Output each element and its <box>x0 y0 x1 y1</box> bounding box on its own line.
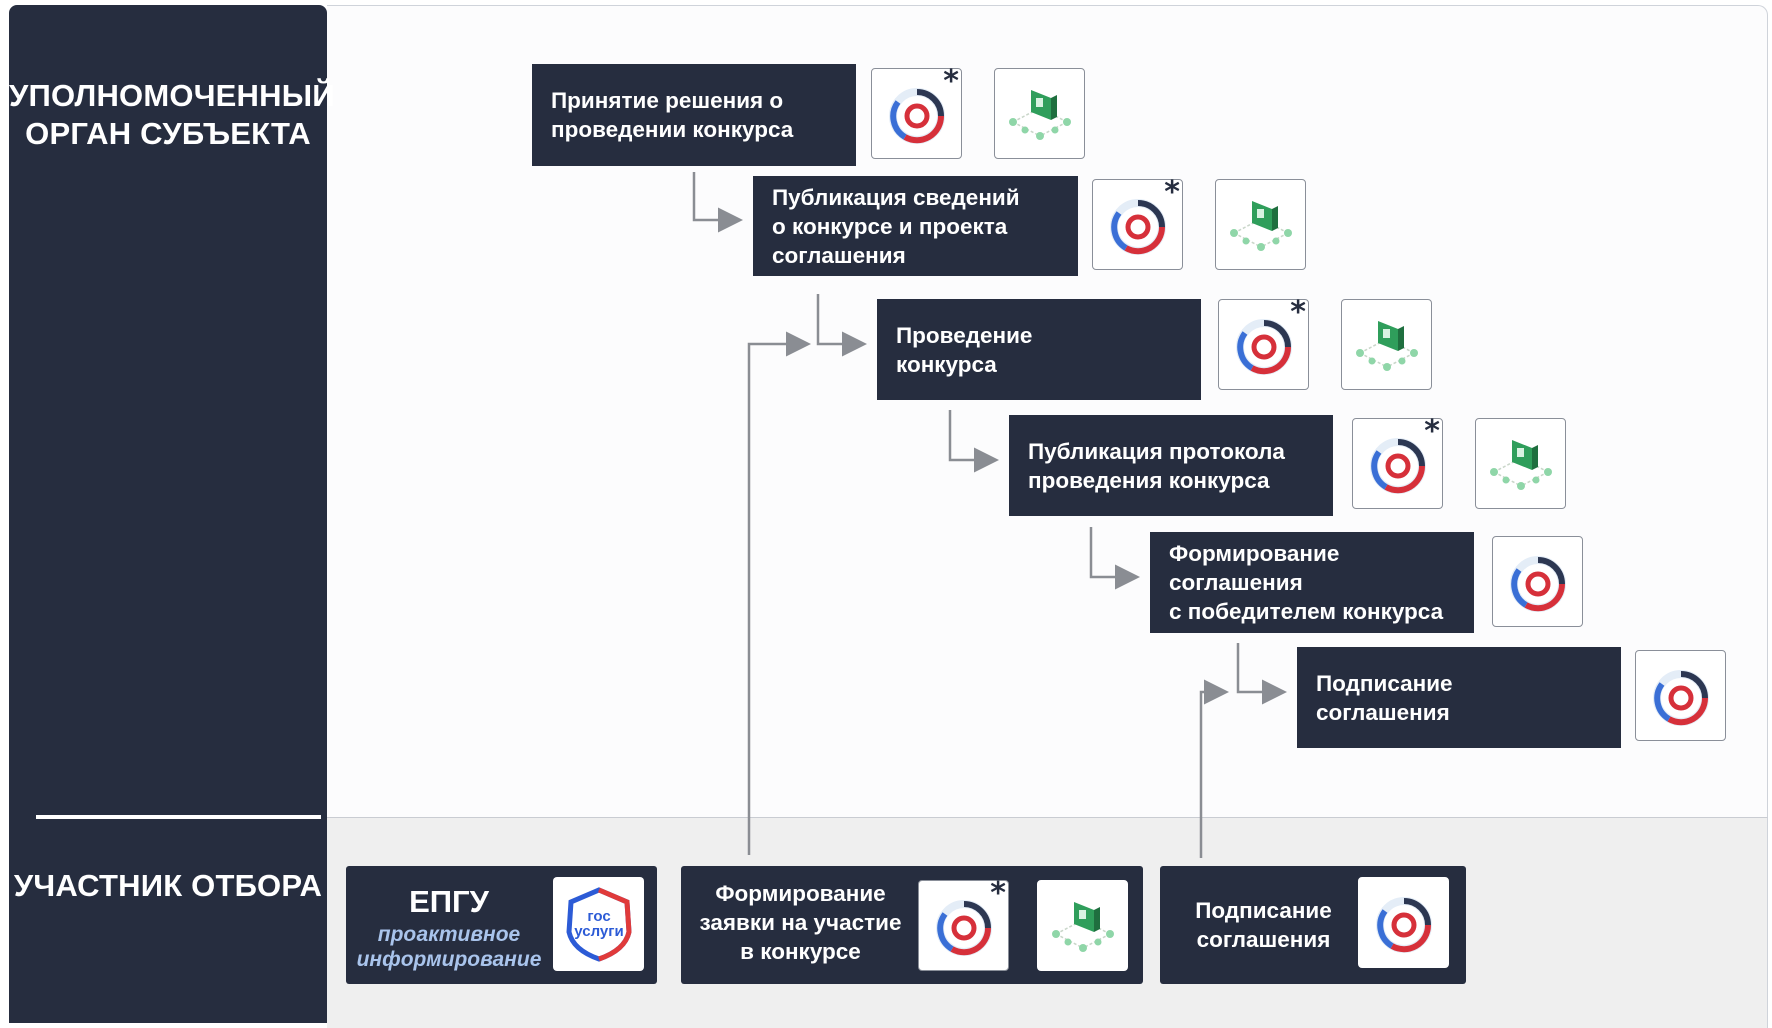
blockchain-icon-tile <box>1475 418 1566 509</box>
platform-icon-tile <box>1492 536 1583 627</box>
step-competition-label: Проведение конкурса <box>896 322 1033 377</box>
step-agreement-forming-label: Формирование соглашения с победителем ко… <box>1169 541 1444 624</box>
star-mark: * <box>990 876 1006 911</box>
platform-icon-tile: * <box>1218 295 1309 390</box>
step-signing: Подписание соглашения <box>1297 647 1621 748</box>
blockchain-icon-tile <box>1215 179 1306 270</box>
participant-signing-box: Подписание соглашения <box>1160 866 1466 984</box>
step-protocol: Публикация протокола проведения конкурса <box>1009 415 1333 516</box>
platform-icon-tile <box>1358 877 1449 968</box>
gosuslugi-logo-text-1: гос <box>587 908 610 925</box>
application-box: Формирование заявки на участие в конкурс… <box>681 866 1143 984</box>
platform-icon-tile: * <box>1092 175 1183 270</box>
circular-platform-logo-icon <box>1375 896 1432 953</box>
role-sidebar: УПОЛНОМОЧЕННЫЙ ОРГАН СУБЪЕКТА УЧАСТНИК О… <box>9 5 335 1023</box>
role-authority-label: УПОЛНОМОЧЕННЫЙ ОРГАН СУБЪЕКТА <box>9 78 335 151</box>
arrow-step5-step6 <box>1236 643 1287 705</box>
role-participant-label: УЧАСТНИК ОТБОРА <box>13 868 323 903</box>
blockchain-network-icon <box>1229 200 1292 251</box>
blockchain-network-icon <box>1051 901 1114 952</box>
circular-platform-logo-icon <box>1369 437 1426 494</box>
step-competition: Проведение конкурса <box>877 299 1201 400</box>
step-agreement-forming: Формирование соглашения с победителем ко… <box>1150 532 1474 633</box>
circular-platform-logo-icon <box>1652 669 1709 726</box>
epgu-title: ЕПГУ <box>409 884 489 919</box>
blockchain-icon-tile <box>994 68 1085 159</box>
blockchain-icon-tile <box>1037 880 1128 971</box>
circular-platform-logo-icon <box>888 87 945 144</box>
step-decision: Принятие решения о проведении конкурса <box>532 64 856 166</box>
blockchain-icon-tile <box>1341 299 1432 390</box>
arrow-step3-step4 <box>948 410 999 473</box>
circular-platform-logo-icon <box>1235 318 1292 375</box>
arrow-step4-step5 <box>1089 527 1140 590</box>
blockchain-network-icon <box>1489 439 1552 490</box>
gosuslugi-logo-icon: гос услуги <box>565 887 632 962</box>
gosuslugi-logo-text-2: услуги <box>574 923 623 940</box>
step-publication-info: Публикация сведений о конкурсе и проекта… <box>753 176 1078 276</box>
blockchain-network-icon <box>1008 89 1071 140</box>
circular-platform-logo-icon <box>1509 555 1566 612</box>
epgu-box: ЕПГУ проактивное информирование гос услу… <box>346 866 657 984</box>
arrow-step1-step2 <box>692 172 743 233</box>
application-label: Формирование заявки на участие в конкурс… <box>699 881 902 964</box>
arrow-application-step3 <box>747 331 811 855</box>
platform-icon-tile <box>1635 650 1726 741</box>
step-signing-label: Подписание соглашения <box>1316 670 1453 725</box>
star-mark: * <box>943 64 959 99</box>
lane-divider <box>36 815 321 819</box>
circular-platform-logo-icon <box>1109 198 1166 255</box>
gosuslugi-tile: гос услуги <box>553 877 644 971</box>
platform-icon-tile: * <box>918 876 1009 971</box>
arrow-signing-step6 <box>1199 679 1229 858</box>
step-protocol-label: Публикация протокола проведения конкурса <box>1028 438 1285 493</box>
star-mark: * <box>1164 175 1180 210</box>
epgu-subtitle: проактивное информирование <box>356 923 542 971</box>
star-mark: * <box>1290 295 1306 330</box>
platform-icon-tile: * <box>871 64 962 159</box>
star-mark: * <box>1424 414 1440 449</box>
platform-icon-tile: * <box>1352 414 1443 509</box>
blockchain-network-icon <box>1355 320 1418 371</box>
arrow-step2-step3 <box>816 294 867 357</box>
step-publication-info-label: Публикация сведений о конкурсе и проекта… <box>772 184 1020 268</box>
circular-platform-logo-icon <box>935 899 992 956</box>
step-decision-label: Принятие решения о проведении конкурса <box>551 88 794 142</box>
participant-signing-label: Подписание соглашения <box>1195 898 1332 952</box>
